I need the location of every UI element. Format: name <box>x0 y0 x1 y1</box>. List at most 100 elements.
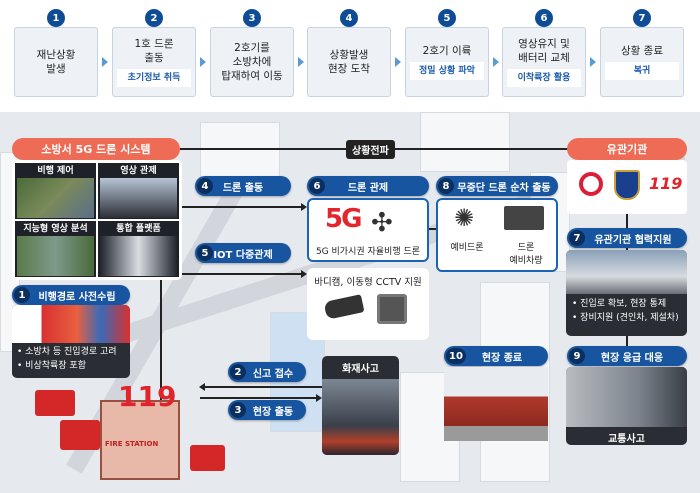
bullet: 비상착륙장 포함 <box>25 361 86 372</box>
panel-label: 비행 제어 <box>37 166 74 176</box>
arrow-line <box>200 397 317 399</box>
flow-6-pill: 6 드론 관제 <box>307 176 429 196</box>
step-1: 재난상황 발생 <box>14 27 98 97</box>
arrow-line <box>182 206 302 208</box>
arrow-icon <box>199 383 205 391</box>
accident-image <box>566 367 687 427</box>
flow-number: 1 <box>14 287 30 303</box>
119-logo: 119 <box>649 174 683 193</box>
station-name: FIRE STATION <box>105 440 159 448</box>
step-number: 2 <box>145 9 163 27</box>
flow-3-pill: 3 현장 출동 <box>228 400 306 420</box>
step-4: 상황발생 현장 도착 <box>307 27 391 97</box>
arrow-icon <box>493 57 499 67</box>
system-panels: 비행 제어 영상 관제 지능형 영상 분석 통합 플랫폼 <box>12 160 182 280</box>
panel-label: 통합 플랫폼 <box>116 224 161 234</box>
spare-vehicle-label: 드론 예비차량 <box>509 243 543 266</box>
step-number: 1 <box>47 9 65 27</box>
5g-logo: 5G <box>325 204 362 234</box>
connector-line <box>429 228 437 230</box>
step-title: 영상유지 및 배터리 교체 <box>518 37 570 64</box>
system-title: 소방서 5G 드론 시스템 <box>12 138 180 160</box>
fire-accident-box: 화재사고 <box>322 356 399 455</box>
flow-number: 6 <box>309 178 325 194</box>
arrow-icon <box>395 57 401 67</box>
flow-number: 5 <box>197 245 213 261</box>
flow-label: 무중단 드론 순차 출동 <box>457 182 551 194</box>
step-sub: 초기정보 취득 <box>117 69 191 88</box>
bullet: 장비지원 (견인차, 제설차) <box>580 313 679 324</box>
flow-4-pill: 4 드론 출동 <box>195 176 291 196</box>
police-logo <box>614 170 640 200</box>
fire-image <box>322 379 399 455</box>
arrow-icon <box>200 57 206 67</box>
panel-video-analysis: 지능형 영상 분석 <box>15 221 96 277</box>
government-logo <box>579 172 603 196</box>
flow-label: 유관기관 협력지원 <box>594 234 672 246</box>
drone-icon: ✣ <box>371 208 393 238</box>
spare-drone-box: ✺ 예비드론 드론 예비차량 <box>436 198 558 272</box>
arrow-icon <box>301 270 307 278</box>
cctv-caption: 바디캠, 이동형 CCTV 지원 <box>314 277 422 288</box>
cctv-box: 바디캠, 이동형 CCTV 지원 <box>307 268 429 340</box>
agency-logos: 119 <box>567 160 687 214</box>
step-number: 4 <box>340 9 358 27</box>
step-3: 2호기를 소방차에 탑재하여 이동 <box>210 27 294 97</box>
arrow-icon <box>316 394 322 402</box>
flight-path-box: • 소방차 등 진입경로 고려 • 비상착륙장 포함 <box>12 305 130 378</box>
flow-number: 10 <box>446 348 466 364</box>
step-title: 1호 드론 출동 <box>134 37 174 64</box>
flow-label: 신고 접수 <box>252 368 294 380</box>
flow-number: 2 <box>230 364 246 380</box>
flow-label: IOT 다중관제 <box>213 249 273 261</box>
station-building <box>100 400 180 480</box>
cooperation-box: • 진입로 확보, 현장 통제 • 장비지원 (견인차, 제설차) <box>566 250 687 336</box>
panel-flight-control: 비행 제어 <box>15 163 96 219</box>
step-number: 3 <box>243 9 261 27</box>
tow-truck-image <box>566 250 687 294</box>
step-title: 상황발생 현장 도착 <box>328 48 370 75</box>
fire-station-illustration: 119 FIRE STATION <box>30 380 230 485</box>
step-sub: 이착륙장 활용 <box>507 69 581 88</box>
panel-integrated-platform: 통합 플랫폼 <box>98 221 179 277</box>
step-title: 상황 종료 <box>621 44 663 57</box>
fire-caption: 화재사고 <box>342 364 379 375</box>
bullet: 소방차 등 진입경로 고려 <box>25 347 117 357</box>
arrow-line <box>205 386 322 388</box>
arrow-icon <box>102 57 108 67</box>
flow-label: 드론 관제 <box>347 182 389 194</box>
fire-truck-icon <box>60 420 100 450</box>
flow-number: 7 <box>569 230 585 246</box>
flight-path-map <box>12 305 130 343</box>
panel-label: 지능형 영상 분석 <box>23 224 88 234</box>
flow-2-pill: 2 신고 접수 <box>228 362 306 382</box>
agencies-title: 유관기관 <box>567 138 687 160</box>
panel-label: 영상 관제 <box>120 166 157 176</box>
step-sub: 복귀 <box>605 62 679 81</box>
step-title: 2호기 이륙 <box>422 44 472 57</box>
cctv-camera-icon <box>323 294 365 320</box>
cooperation-bullets: • 진입로 확보, 현장 통제 • 장비지원 (견인차, 제설차) <box>572 299 679 324</box>
spare-drone-label: 예비드론 <box>450 243 484 253</box>
flow-number: 4 <box>197 178 213 194</box>
flow-label: 드론 출동 <box>222 182 264 194</box>
ambulance-icon <box>190 445 225 471</box>
step-title: 재난상황 발생 <box>36 48 76 75</box>
flow-number: 3 <box>230 402 246 418</box>
drone-5g-box: 5G ✣ 5G 비가시권 자율비행 드론 <box>307 198 429 262</box>
vertical-line <box>160 280 162 480</box>
station-sign: 119 <box>118 380 177 413</box>
flow-label: 현장 출동 <box>252 406 294 418</box>
step-number: 5 <box>438 9 456 27</box>
fire-truck-image <box>444 367 548 441</box>
spare-vehicle-icon <box>504 206 544 230</box>
